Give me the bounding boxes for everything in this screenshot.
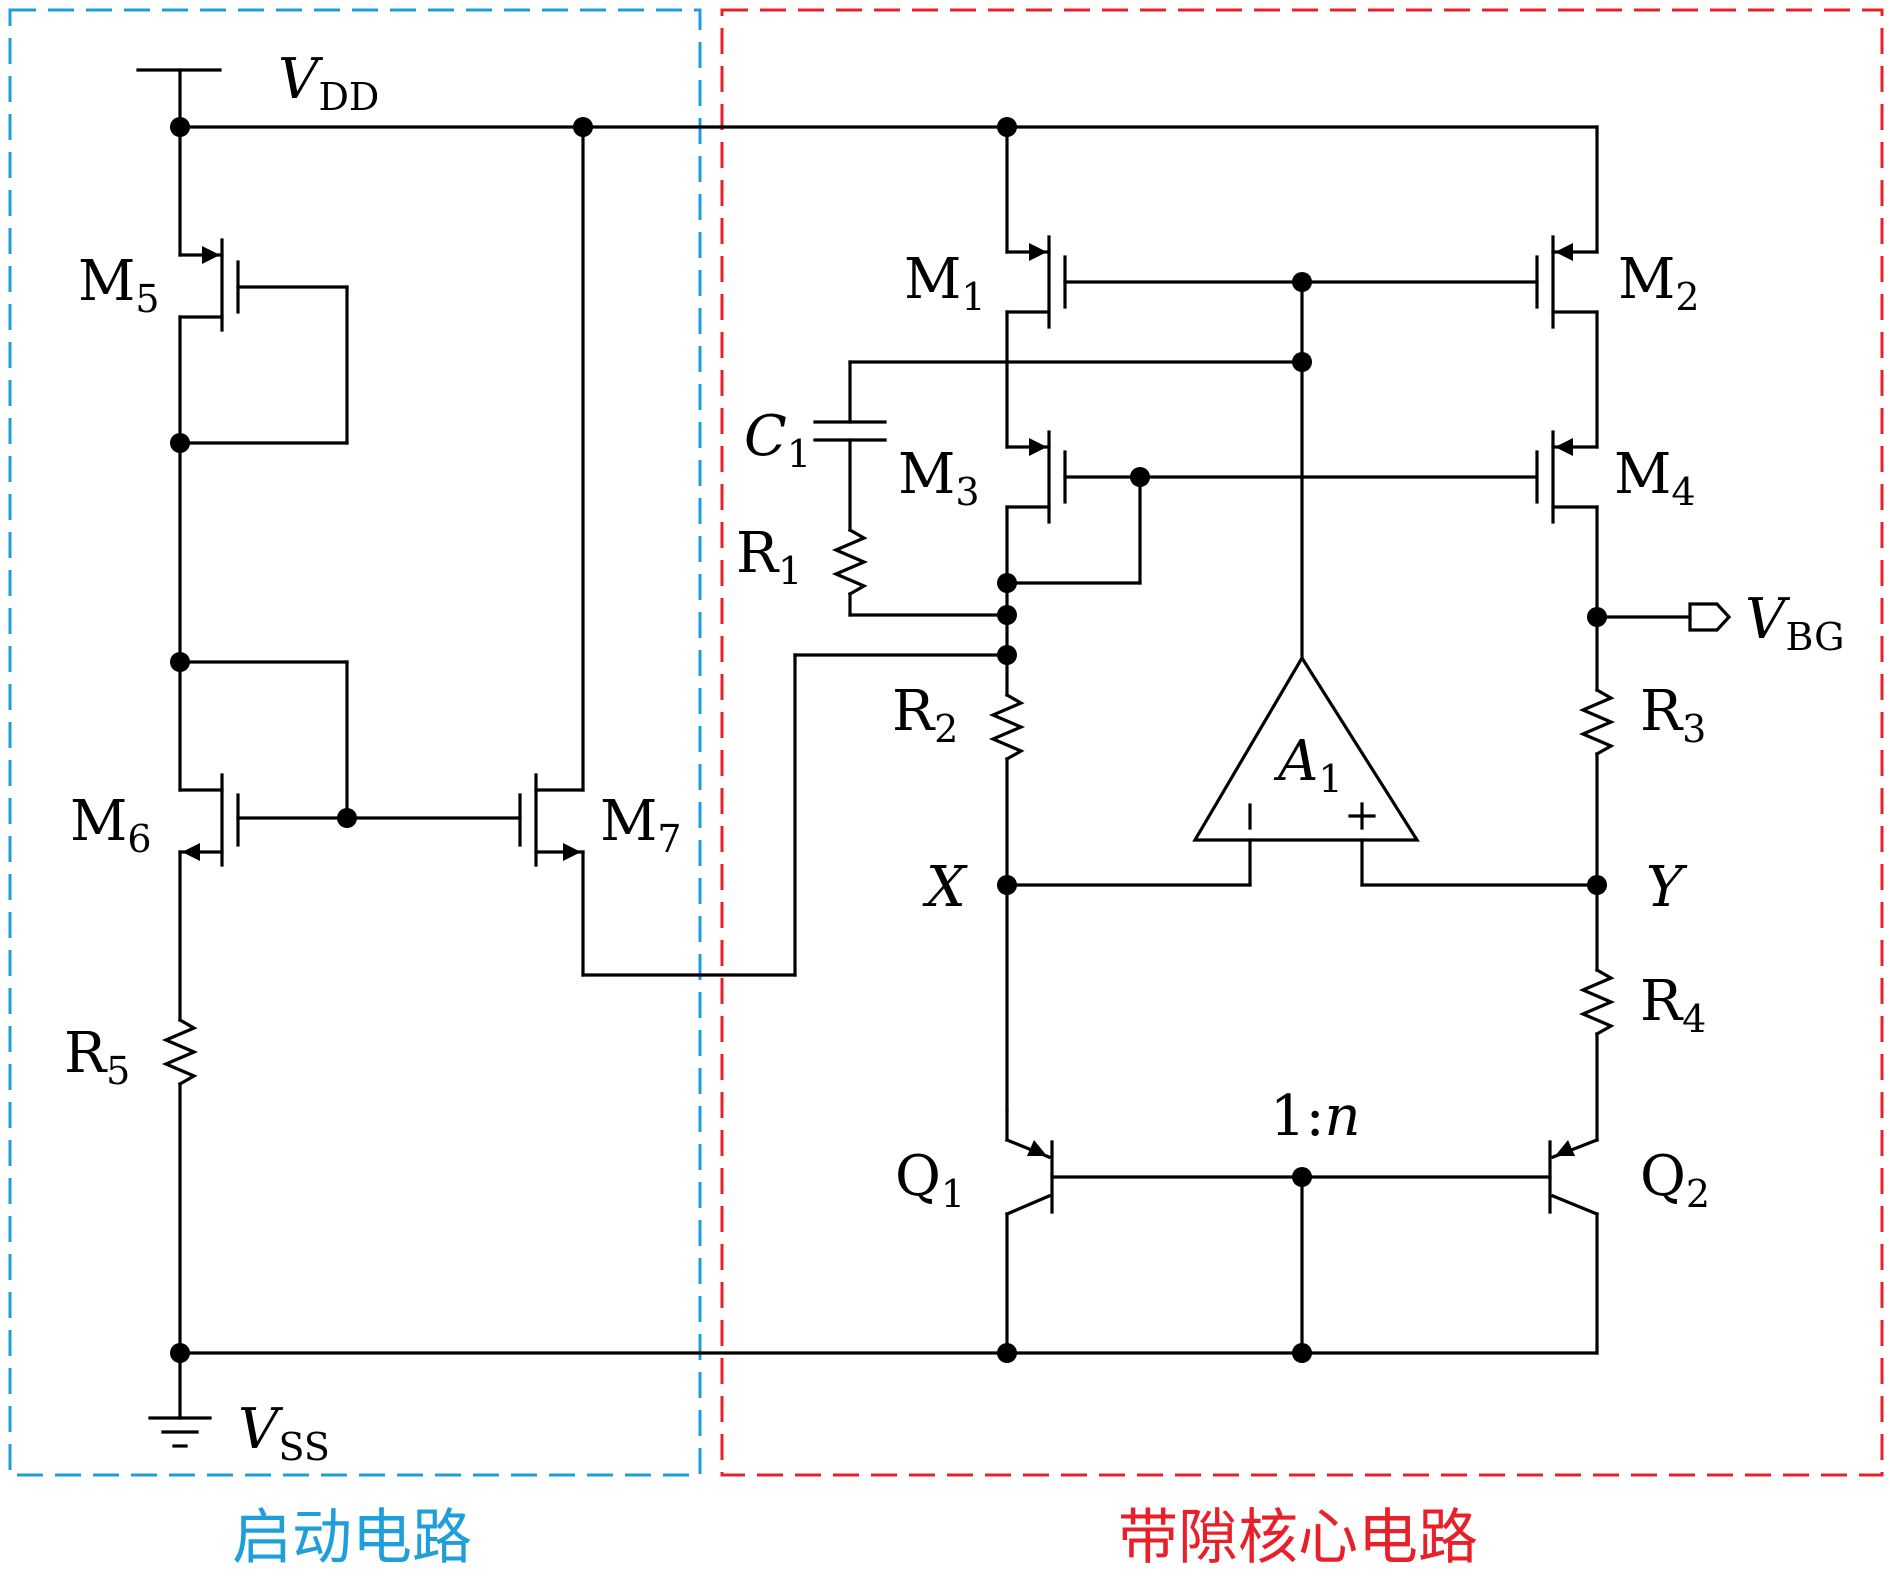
m2-label: M2 xyxy=(1618,247,1700,319)
transistor-q2 xyxy=(1548,1137,1600,1355)
capacitor-c1 xyxy=(813,360,1304,532)
vss-rail xyxy=(148,1351,1599,1448)
op-amp-label: A1 xyxy=(1273,729,1343,801)
transistor-m3 xyxy=(1005,310,1537,697)
resistor-r1 xyxy=(831,527,1009,617)
r2-label: R2 xyxy=(892,679,958,751)
junction-dots xyxy=(170,117,1607,1363)
q1-label: Q1 xyxy=(895,1144,965,1216)
ratio-label: 1:n xyxy=(1270,1084,1361,1149)
transistor-m7 xyxy=(518,125,1009,977)
core-region-label: 带隙核心电路 xyxy=(1118,1503,1478,1573)
c1-label: C1 xyxy=(744,404,811,476)
resistor-r3 xyxy=(1578,687,1616,972)
transistor-m1 xyxy=(1005,125,1304,329)
startup-region-label: 启动电路 xyxy=(232,1503,472,1573)
r3-label: R3 xyxy=(1640,679,1706,751)
r5-label: R5 xyxy=(64,1021,130,1093)
core-region-box xyxy=(720,8,1884,1477)
op-amp-a1 xyxy=(1005,280,1599,887)
m7-label: M7 xyxy=(600,789,682,861)
node-x-label: X xyxy=(922,855,968,920)
transistor-m6 xyxy=(178,660,522,867)
startup-region-box xyxy=(8,8,702,1477)
m5-label: M5 xyxy=(78,249,160,321)
vss-label: VSS xyxy=(238,1397,330,1469)
resistor-r2 xyxy=(988,692,1026,1112)
r1-label: R1 xyxy=(736,521,802,593)
r4-label: R4 xyxy=(1640,969,1706,1041)
transistor-m5 xyxy=(178,125,349,664)
vdd-label: VDD xyxy=(278,47,379,119)
transistor-m4 xyxy=(1535,310,1599,692)
m1-label: M1 xyxy=(904,247,986,319)
m4-label: M4 xyxy=(1614,442,1696,514)
resistor-r4 xyxy=(1578,967,1616,1142)
resistor-r5 xyxy=(161,850,199,1355)
m6-label: M6 xyxy=(70,789,152,861)
q2-label: Q2 xyxy=(1640,1144,1710,1216)
node-y-label: Y xyxy=(1646,855,1688,920)
vbg-label: VBG xyxy=(1745,587,1844,659)
m3-label: M3 xyxy=(898,442,980,514)
transistor-m2 xyxy=(1300,125,1599,329)
vbg-output-port xyxy=(1595,602,1732,632)
